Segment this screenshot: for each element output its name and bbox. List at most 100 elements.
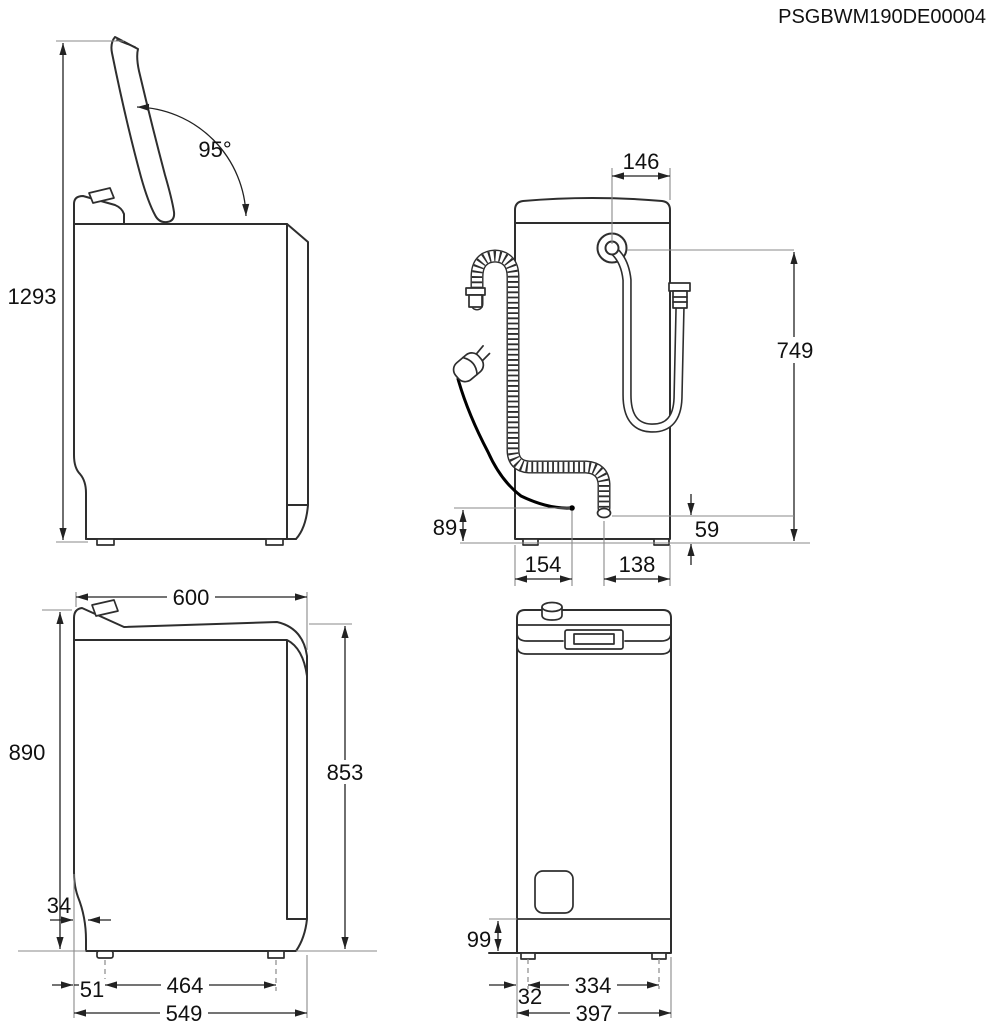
dim-depth-600: 600 bbox=[75, 585, 308, 650]
dim-label-inlet-offset: 146 bbox=[623, 149, 660, 174]
drain-hose-cuff bbox=[465, 287, 486, 296]
view-side-open: 95° 1293 bbox=[8, 36, 309, 546]
outer-edges bbox=[73, 607, 308, 952]
extension-lines bbox=[516, 957, 672, 1018]
lid-latch bbox=[91, 599, 119, 617]
lid-latch bbox=[88, 187, 115, 204]
label-backdrop bbox=[771, 337, 818, 363]
inlet-hose-thread bbox=[672, 290, 688, 309]
dim-label-cord-height: 89 bbox=[433, 515, 457, 540]
dim-drain-height-59: 59 bbox=[612, 494, 794, 565]
power-cord-and-plug bbox=[452, 345, 575, 511]
machine-front-outline bbox=[488, 601, 672, 989]
label-backdrop bbox=[569, 973, 617, 997]
dim-foot-offset-32: 32 bbox=[489, 981, 542, 1009]
cord-end-point bbox=[569, 505, 575, 511]
dim-label-base-depth: 549 bbox=[166, 1001, 203, 1024]
label-backdrop bbox=[160, 1001, 208, 1024]
dim-label-plinth-height: 99 bbox=[467, 927, 491, 952]
dim-label-foot-spacing: 334 bbox=[575, 973, 612, 998]
dim-foot-spacing-464: 464 bbox=[105, 973, 276, 998]
label-backdrop bbox=[79, 979, 106, 1001]
dim-label-drain-offset: 138 bbox=[619, 552, 656, 577]
extension-lines bbox=[18, 609, 86, 952]
lid-shape bbox=[110, 36, 176, 224]
inlet-hose-thread-lines bbox=[672, 296, 688, 303]
dim-label-base-width: 397 bbox=[576, 1001, 613, 1024]
dim-label-foot-spacing: 464 bbox=[167, 973, 204, 998]
view-front: 99 32 334 397 bbox=[467, 601, 672, 1024]
knob-top bbox=[541, 601, 563, 613]
dim-cord-offset-154: 154 bbox=[514, 511, 573, 586]
right-foot bbox=[651, 952, 667, 960]
front-foot bbox=[96, 538, 115, 546]
extension-lines bbox=[611, 168, 671, 244]
lid-bottom-line bbox=[516, 632, 672, 642]
front-foot bbox=[96, 950, 114, 959]
machine-side-outline bbox=[73, 599, 308, 991]
dim-lid-angle: 95° bbox=[136, 103, 250, 217]
rear-foot bbox=[267, 950, 285, 959]
drain-hose bbox=[465, 249, 612, 519]
dim-foot-spacing-334: 334 bbox=[528, 973, 659, 998]
extension-lines bbox=[296, 623, 377, 952]
dim-front-inset-34: 34 bbox=[47, 874, 111, 1018]
plug-face-line bbox=[462, 356, 478, 376]
right-foot bbox=[653, 538, 670, 546]
dim-label-cord-offset: 154 bbox=[525, 552, 562, 577]
document-code: PSGBWM190DE00004 bbox=[778, 6, 986, 28]
extension-lines bbox=[56, 40, 124, 543]
label-backdrop bbox=[161, 973, 209, 997]
dim-label-body-height: 853 bbox=[327, 760, 364, 785]
dim-label-front-foot-offset: 51 bbox=[80, 977, 104, 1002]
body-edges bbox=[514, 197, 671, 540]
machine-side-open-outline bbox=[73, 187, 309, 546]
dim-inlet-height-749: 749 bbox=[460, 249, 818, 544]
foot-center-lines bbox=[527, 959, 660, 989]
dim-cord-height-89: 89 bbox=[433, 507, 570, 541]
power-cord bbox=[456, 377, 572, 510]
front-edge bbox=[73, 223, 87, 540]
body-edges bbox=[488, 609, 672, 954]
dim-inlet-offset-146: 146 bbox=[611, 149, 671, 244]
plug-body bbox=[452, 352, 485, 383]
drain-hose-ribs bbox=[471, 250, 610, 508]
dim-label-depth: 600 bbox=[173, 585, 210, 610]
open-lid bbox=[110, 36, 176, 224]
filter-door bbox=[534, 870, 574, 914]
inlet-hose-cap bbox=[668, 282, 691, 292]
dim-label-drain-height: 59 bbox=[695, 517, 719, 542]
dim-label-total-height: 1293 bbox=[8, 284, 57, 309]
dim-label-front-inset: 34 bbox=[47, 893, 71, 918]
inlet-hose bbox=[604, 240, 691, 433]
dim-label-total-height: 890 bbox=[9, 740, 46, 765]
power-plug bbox=[452, 345, 491, 383]
dim-label-inlet-height: 749 bbox=[777, 338, 814, 363]
label-backdrop bbox=[167, 585, 215, 609]
inlet-hose-body bbox=[609, 246, 684, 432]
handle-inner bbox=[573, 633, 615, 645]
left-foot bbox=[522, 538, 539, 546]
control-panel-wedge bbox=[73, 195, 125, 225]
label-backdrop bbox=[321, 760, 369, 784]
dim-drain-offset-138: 138 bbox=[603, 521, 671, 586]
drain-hose-fitting bbox=[468, 294, 483, 308]
plug-pins bbox=[475, 345, 491, 363]
dim-total-height-1293: 1293 bbox=[8, 40, 124, 543]
angle-arc bbox=[136, 103, 250, 217]
rear-foot bbox=[265, 538, 284, 546]
dim-base-depth-549: 549 bbox=[74, 955, 308, 1024]
left-foot bbox=[520, 952, 536, 960]
view-side-closed: 600 890 853 34 51 464 bbox=[9, 585, 377, 1024]
drain-hose-outlet-end bbox=[596, 507, 612, 519]
inner-edges bbox=[73, 639, 308, 920]
dim-total-height-890: 890 bbox=[9, 609, 86, 952]
dim-label-lid-angle: 95° bbox=[198, 137, 231, 162]
body-edges bbox=[73, 223, 297, 540]
label-backdrop bbox=[570, 1001, 618, 1024]
dim-base-width-397: 397 bbox=[516, 957, 672, 1024]
view-rear: 146 749 89 59 154 138 bbox=[433, 149, 818, 586]
dim-front-foot-offset-51: 51 bbox=[52, 977, 106, 1002]
